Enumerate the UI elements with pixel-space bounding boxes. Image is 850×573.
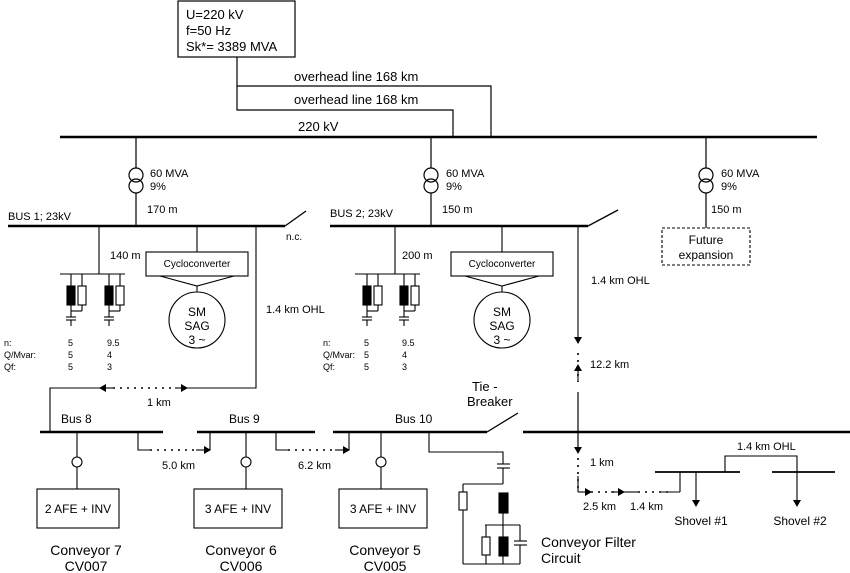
motor-1-line3: 3 ~ bbox=[188, 333, 205, 347]
bus2-filter-n2: 9.5 bbox=[402, 338, 415, 348]
t2-impedance: 9% bbox=[446, 181, 462, 193]
bus8-bus9-length: 5.0 km bbox=[162, 460, 195, 472]
bus1-filter-n2: 9.5 bbox=[107, 338, 120, 348]
bus1-filter-qf2: 3 bbox=[107, 362, 112, 372]
shovel-ohl-length: 1.4 km OHL bbox=[737, 441, 796, 453]
filter-2a-reactor bbox=[362, 285, 372, 306]
vertical-12-2-length: 12.2 km bbox=[590, 359, 629, 371]
transformer-3-icon bbox=[698, 167, 714, 183]
conveyor-6-name: Conveyor 6 bbox=[205, 542, 277, 558]
t1-impedance: 9% bbox=[150, 181, 166, 193]
bus1-filter-cable: 140 m bbox=[110, 250, 141, 262]
motor-2-line3: 3 ~ bbox=[493, 333, 510, 347]
ohl-bus1-label: 1.4 km OHL bbox=[266, 304, 325, 316]
ohl-1-label: overhead line 168 km bbox=[294, 69, 418, 84]
bus2-filter-n1: 5 bbox=[364, 338, 369, 348]
bus9-label: Bus 9 bbox=[229, 412, 260, 426]
t2-rating: 60 MVA bbox=[446, 168, 485, 180]
tie-breaker-switch bbox=[486, 412, 519, 433]
conveyor-5-name: Conveyor 5 bbox=[349, 542, 421, 558]
conveyor-5-code: CV005 bbox=[364, 558, 407, 573]
filter-1b-reactor bbox=[104, 285, 114, 306]
h-1-4-length: 1.4 km bbox=[630, 501, 663, 513]
bus1-filter-n1: 5 bbox=[68, 338, 73, 348]
future-expansion-line1: Future bbox=[689, 233, 724, 247]
conveyor-filter-line2: Circuit bbox=[541, 550, 581, 566]
t3-rating: 60 MVA bbox=[721, 168, 760, 180]
cycloconverter-2-box bbox=[450, 251, 554, 277]
bus1-filter-q-label: Q/Mvar: bbox=[4, 350, 36, 360]
bus2-filter-qf-label: Qf: bbox=[323, 362, 335, 372]
filter-2b-reactor bbox=[399, 285, 409, 306]
tie-breaker-line1: Tie - bbox=[472, 379, 498, 394]
conveyor-6-code: CV006 bbox=[220, 558, 263, 573]
overhead-line-2 bbox=[237, 85, 492, 137]
bus8-link-length: 1 km bbox=[147, 397, 171, 409]
bus1-label: BUS 1; 23kV bbox=[8, 211, 72, 223]
filter-1a-reactor bbox=[66, 285, 76, 306]
shovel-2-label: Shovel #2 bbox=[773, 514, 827, 528]
bus2-filter-cable: 200 m bbox=[402, 250, 433, 262]
hv-bus-label: 220 kV bbox=[298, 119, 339, 134]
bus2-filter-q1: 5 bbox=[364, 350, 369, 360]
overhead-line-1 bbox=[236, 57, 454, 137]
bus1-filter-q1: 5 bbox=[68, 350, 73, 360]
sag-motor-1-icon bbox=[168, 291, 226, 349]
bus1-filter-n-label: n: bbox=[4, 338, 12, 348]
tie-breaker-line2: Breaker bbox=[467, 394, 513, 409]
bus1-switch bbox=[284, 210, 307, 227]
normally-closed-label: n.c. bbox=[286, 232, 302, 243]
transformer-2-icon bbox=[423, 167, 439, 183]
h-2-5-length: 2.5 km bbox=[583, 501, 616, 513]
conveyor-6-box bbox=[193, 488, 283, 529]
conveyor-7-box bbox=[36, 488, 120, 529]
conveyor-filter-line1: Conveyor Filter bbox=[541, 534, 636, 550]
conveyor-filter-reactor bbox=[498, 492, 509, 514]
cycloconverter-1-label: Cycloconverter bbox=[164, 259, 231, 270]
source-short-circuit: Sk*= 3389 MVA bbox=[186, 39, 278, 54]
bus8-label: Bus 8 bbox=[61, 412, 92, 426]
sag-motor-2-icon bbox=[473, 291, 531, 349]
conveyor-7-code: CV007 bbox=[65, 558, 108, 573]
vertical-1-length: 1 km bbox=[590, 457, 614, 469]
motor-1-line1: SM bbox=[188, 305, 206, 319]
future-expansion-box bbox=[661, 227, 751, 266]
ohl-bus1-bus8 bbox=[185, 226, 257, 389]
transformer-1-icon bbox=[128, 167, 144, 183]
t3-cable-length: 150 m bbox=[711, 204, 742, 216]
source-voltage: U=220 kV bbox=[186, 7, 244, 22]
future-expansion-line2: expansion bbox=[679, 248, 734, 262]
bus1-filter-qf1: 5 bbox=[68, 362, 73, 372]
bus1-filter-qf-label: Qf: bbox=[4, 362, 16, 372]
bus2-filter-q2: 4 bbox=[402, 350, 407, 360]
bus2-filter-qf1: 5 bbox=[364, 362, 369, 372]
bus2-filter-q-label: Q/Mvar: bbox=[323, 350, 355, 360]
bus2-filter-qf2: 3 bbox=[402, 362, 407, 372]
motor-1-line2: SAG bbox=[184, 319, 209, 333]
bus9-bus10-length: 6.2 km bbox=[298, 460, 331, 472]
bus2-filter-n-label: n: bbox=[323, 338, 331, 348]
ohl-bus2-label: 1.4 km OHL bbox=[591, 275, 650, 287]
bus10-label: Bus 10 bbox=[395, 412, 433, 426]
bus2-label: BUS 2; 23kV bbox=[330, 208, 394, 220]
motor-2-line2: SAG bbox=[489, 319, 514, 333]
conveyor-5-box-label: 3 AFE + INV bbox=[350, 502, 416, 516]
conveyor-5-box bbox=[338, 488, 428, 529]
cycloconverter-1-box bbox=[145, 251, 249, 277]
ohl-2-label: overhead line 168 km bbox=[294, 92, 418, 107]
cycloconverter-2-label: Cycloconverter bbox=[469, 259, 536, 270]
bus1-filter-q2: 4 bbox=[107, 350, 112, 360]
conveyor-7-box-label: 2 AFE + INV bbox=[45, 502, 111, 516]
t1-cable-length: 170 m bbox=[147, 204, 178, 216]
conveyor-6-box-label: 3 AFE + INV bbox=[205, 502, 271, 516]
source-frequency: f=50 Hz bbox=[186, 23, 231, 38]
shovel-1-label: Shovel #1 bbox=[674, 514, 728, 528]
t3-impedance: 9% bbox=[721, 181, 737, 193]
bus2-switch bbox=[587, 209, 619, 227]
conveyor-7-name: Conveyor 7 bbox=[50, 542, 122, 558]
t2-cable-length: 150 m bbox=[442, 204, 473, 216]
motor-2-line1: SM bbox=[493, 305, 511, 319]
t1-rating: 60 MVA bbox=[150, 168, 189, 180]
